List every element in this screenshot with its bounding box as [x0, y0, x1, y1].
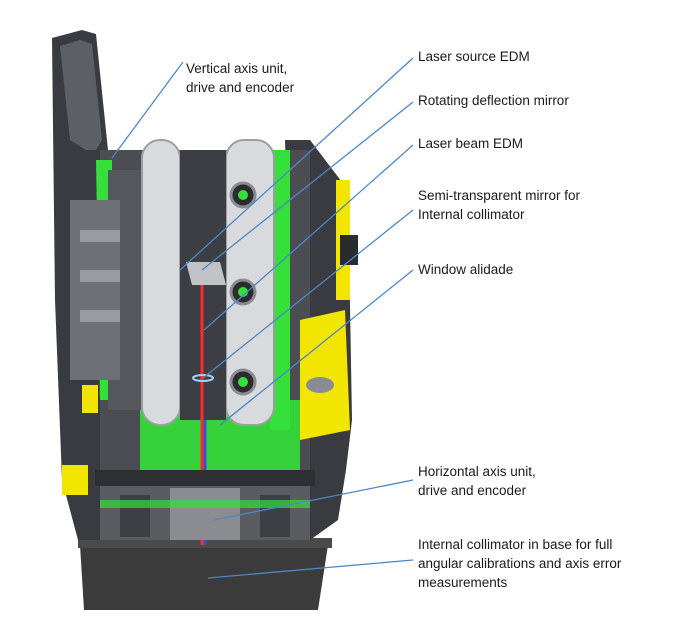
label-line: Laser beam EDM: [418, 136, 524, 151]
label-window-alidade: Window alidade: [418, 260, 513, 279]
green-base-ring: [100, 500, 310, 508]
label-line: Rotating deflection mirror: [418, 93, 569, 108]
label-vertical-axis: Vertical axis unit, drive and encoder: [186, 59, 294, 97]
label-semi-mirror: Semi-transparent mirror for Internal col…: [418, 186, 580, 224]
label-deflection-mirror: Rotating deflection mirror: [418, 91, 569, 110]
vertical-encoder-block: [70, 200, 120, 380]
instrument-base: [80, 545, 328, 610]
lens-lower-glint: [238, 377, 248, 387]
yellow-side-right: [300, 310, 350, 440]
silver-disc-left: [141, 139, 181, 426]
right-connector: [340, 235, 358, 265]
label-line: Internal collimator: [418, 207, 525, 222]
housing-left-highlight: [60, 40, 102, 150]
label-internal-collimator: Internal collimator in base for full ang…: [418, 535, 621, 592]
horizontal-axis-shaft: [170, 488, 240, 540]
vertical-axis-gear-3: [80, 310, 120, 322]
deflection-mirror: [186, 262, 226, 285]
label-line: drive and encoder: [186, 80, 295, 95]
label-line: Horizontal axis unit,: [418, 464, 536, 479]
label-laser-source: Laser source EDM: [418, 47, 530, 66]
label-line: drive and encoder: [418, 483, 527, 498]
yellow-side-left: [62, 465, 88, 495]
window-alidade-knob: [306, 377, 334, 393]
label-horizontal-axis: Horizontal axis unit, drive and encoder: [418, 462, 536, 500]
vertical-axis-gear-1: [80, 230, 120, 242]
vertical-axis-gear-2: [80, 270, 120, 282]
horizontal-axis-plate: [95, 470, 315, 486]
yellow-side-left-upper: [82, 385, 98, 413]
label-line: angular calibrations and axis error: [418, 556, 622, 571]
lens-middle-glint: [238, 287, 248, 297]
label-laser-beam: Laser beam EDM: [418, 134, 523, 153]
label-line: Semi-transparent mirror for: [418, 188, 581, 203]
lens-upper-glint: [238, 190, 248, 200]
label-line: Vertical axis unit,: [186, 61, 288, 76]
label-line: Window alidade: [418, 262, 514, 277]
label-line: Laser source EDM: [418, 49, 530, 64]
label-line: Internal collimator in base for full: [418, 537, 613, 552]
label-line: measurements: [418, 575, 508, 590]
